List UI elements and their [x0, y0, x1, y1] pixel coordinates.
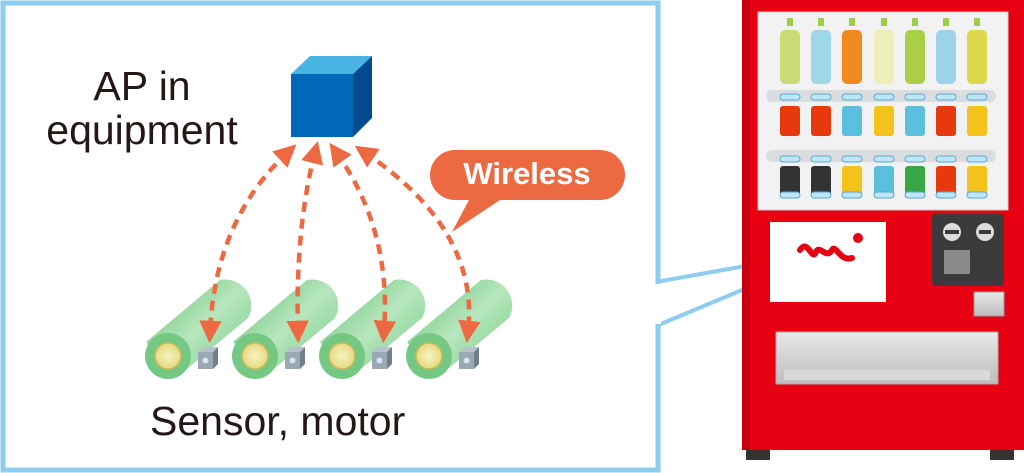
- access-point-cube-icon: [291, 56, 372, 137]
- can-icon: [842, 166, 862, 196]
- wireless-links: [199, 141, 481, 344]
- bottle-icon: [936, 30, 956, 84]
- logo-panel: [770, 222, 886, 302]
- bottle-icon: [842, 30, 862, 84]
- bottle-icon: [905, 30, 925, 84]
- ap-label-line-2: equipment: [46, 107, 238, 153]
- can-icon: [842, 106, 862, 136]
- bottle-icon: [780, 30, 800, 84]
- bottle-icon: [811, 30, 831, 84]
- vending-machine: [742, 0, 1024, 460]
- can-icon: [780, 106, 800, 136]
- can-icon: [811, 166, 831, 196]
- dispense-slot: [775, 331, 999, 385]
- can-icon: [905, 106, 925, 136]
- sensor-box-icon: [198, 347, 218, 369]
- can-icon: [811, 106, 831, 136]
- roller-axle: [241, 342, 269, 370]
- ap-label-line-1: AP in: [93, 63, 191, 109]
- can-icon: [936, 106, 956, 136]
- can-icon: [967, 166, 987, 196]
- sensor-box-icon: [459, 347, 479, 369]
- can-icon: [874, 166, 894, 196]
- sensor-box-icon: [285, 347, 305, 369]
- drink-display: [766, 18, 996, 199]
- can-icon: [936, 166, 956, 196]
- wireless-label: Wireless: [463, 156, 591, 191]
- coin-panel: [932, 214, 1004, 286]
- sensor-box-icon: [372, 347, 392, 369]
- sensor-motor-label: Sensor, motor: [150, 398, 406, 444]
- can-icon: [905, 166, 925, 196]
- bottle-icon: [874, 30, 894, 84]
- roller-axle: [154, 342, 182, 370]
- can-icon: [874, 106, 894, 136]
- can-icon: [780, 166, 800, 196]
- sensor-motor-rollers: [145, 279, 513, 379]
- ap-in-equipment-label: AP in equipment: [22, 64, 262, 152]
- roller-axle: [328, 342, 356, 370]
- bottle-icon: [967, 30, 987, 84]
- brand-logo: [797, 243, 855, 262]
- wireless-link-arrow: [286, 141, 324, 344]
- roller-axle: [415, 342, 443, 370]
- can-icon: [967, 106, 987, 136]
- wireless-link-arrow: [354, 145, 481, 344]
- wireless-link-arrow: [199, 144, 297, 344]
